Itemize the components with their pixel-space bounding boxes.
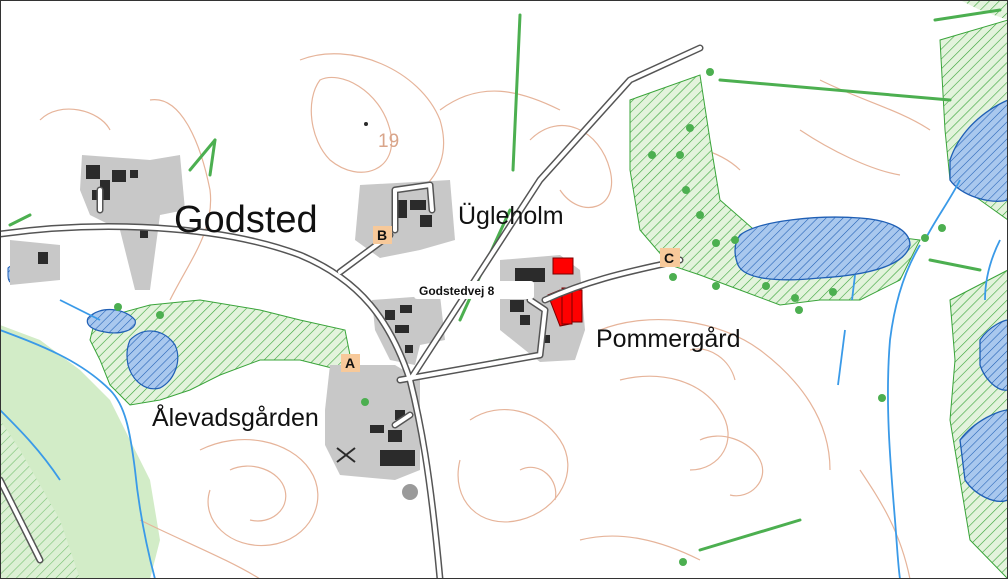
address-label: Godstedvej 8 bbox=[419, 284, 495, 298]
farm-label-pommergard: Pommergård bbox=[596, 325, 741, 353]
marker-a-label: A bbox=[345, 355, 355, 371]
village-label: Godsted bbox=[174, 199, 318, 241]
streams bbox=[0, 179, 1001, 579]
small-basin bbox=[402, 484, 418, 500]
marker-a[interactable]: A bbox=[341, 354, 360, 372]
marker-b[interactable]: B bbox=[373, 226, 392, 244]
elevation-label: 19 bbox=[378, 131, 399, 152]
farm-label-ugleholm: Ügleholm bbox=[458, 202, 564, 230]
lakes bbox=[7, 99, 1008, 502]
target-building[interactable] bbox=[547, 257, 583, 327]
meadow-area bbox=[0, 325, 160, 579]
roads bbox=[0, 44, 704, 579]
pit-symbol bbox=[336, 447, 356, 463]
spot-height-dot bbox=[364, 122, 368, 126]
hedge-trees bbox=[114, 68, 946, 566]
address-callout[interactable]: Godstedvej 8 bbox=[414, 281, 534, 299]
marker-c[interactable]: C bbox=[660, 248, 680, 267]
farm-label-alevadsgarden: Ålevadsgården bbox=[152, 402, 319, 432]
marker-b-label: B bbox=[377, 227, 387, 243]
marker-c-label: C bbox=[664, 250, 674, 266]
